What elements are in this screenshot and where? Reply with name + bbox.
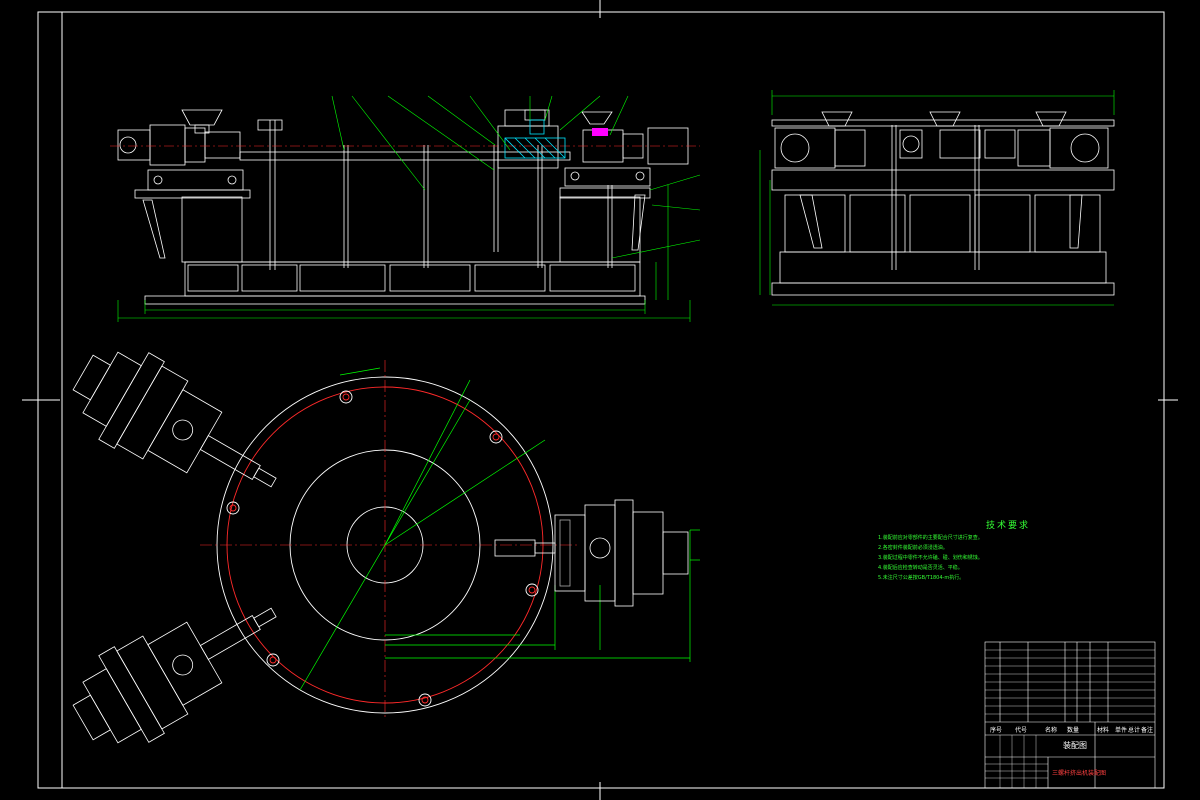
plan-centerlines <box>200 360 580 720</box>
front-section-hatch <box>504 119 566 159</box>
side-dimensions <box>759 90 1115 306</box>
plan-dimensions <box>299 367 700 691</box>
technical-note: 5.未注尺寸公差按GB/T1804-m执行。 <box>878 575 965 581</box>
front-view <box>117 109 689 305</box>
technical-note: 2.各密封件装配前必须浸透油。 <box>878 545 948 551</box>
header-cell: 总计 <box>1128 727 1141 734</box>
title-block-rows <box>985 649 1155 788</box>
technical-notes-title: 技术要求 <box>985 521 1030 531</box>
header-cell: 单件 <box>1115 727 1128 734</box>
technical-note: 4.装配后应检查转动是否灵活、平稳。 <box>878 565 963 571</box>
plan-extruder-lower-left <box>72 607 277 744</box>
title-block <box>984 641 1156 789</box>
header-cell: 代号 <box>1015 727 1028 734</box>
header-cell: 材料 <box>1097 727 1110 734</box>
technical-note: 1.装配前应对零部件的主要配合尺寸进行复查。 <box>878 535 983 541</box>
drawing-name: 三螺杆挤出机装配图 <box>1052 770 1107 777</box>
header-cell: 备注 <box>1141 727 1154 734</box>
front-dimensions <box>117 95 701 322</box>
header-cell: 名称 <box>1045 727 1058 734</box>
header-cell: 数量 <box>1067 727 1080 734</box>
assembly-label: 装配图 <box>1063 741 1087 750</box>
technical-notes: 技术要求 1.装配前应对零部件的主要配合尺寸进行复查。 2.各密封件装配前必须浸… <box>878 521 1138 583</box>
side-view <box>771 111 1115 296</box>
header-cell: 序号 <box>990 727 1003 734</box>
front-highlight <box>592 128 608 136</box>
plan-extruder-upper-left <box>72 351 277 488</box>
plan-extruder-right <box>494 499 689 607</box>
technical-note: 3.装配过程中零件不允许磕、碰、划伤和锈蚀。 <box>878 555 983 561</box>
